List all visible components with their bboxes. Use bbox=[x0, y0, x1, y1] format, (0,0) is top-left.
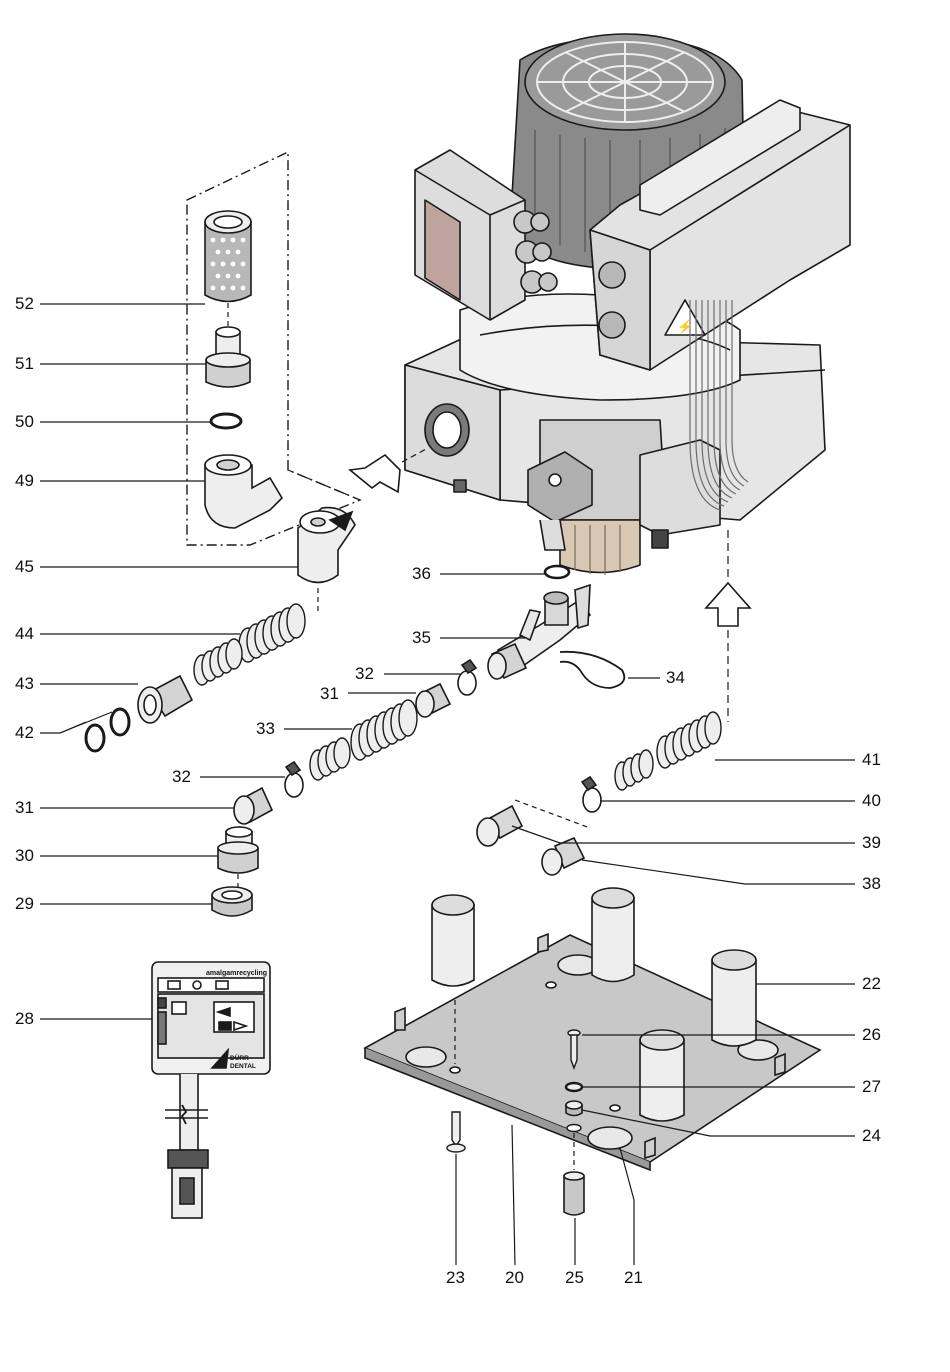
canister-front bbox=[640, 1030, 684, 1121]
adapter-30 bbox=[218, 827, 258, 873]
hose-40-short bbox=[615, 750, 653, 790]
hose-coupling-43 bbox=[138, 676, 192, 723]
panel-logo-line1: DÜRR bbox=[230, 1053, 249, 1062]
o-rings-42 bbox=[86, 709, 129, 751]
filter-o-ring bbox=[211, 414, 241, 428]
callout-33: 33 bbox=[256, 719, 275, 739]
outlet-arrow bbox=[350, 455, 400, 492]
fan-grille-lines bbox=[537, 42, 713, 122]
callout-36: 36 bbox=[412, 564, 431, 584]
callout-32-upper: 32 bbox=[355, 664, 374, 684]
callout-52: 52 bbox=[15, 294, 34, 314]
fitting-31-lower bbox=[234, 788, 272, 824]
inlet-arrow bbox=[706, 583, 750, 626]
washer-27 bbox=[566, 1083, 582, 1091]
callout-51: 51 bbox=[15, 354, 34, 374]
control-panel-28 bbox=[152, 962, 270, 1218]
screw-23 bbox=[447, 1112, 465, 1152]
filter-adapter bbox=[206, 327, 250, 387]
elbow-fitting bbox=[298, 508, 355, 583]
callout-40: 40 bbox=[862, 791, 881, 811]
warning-symbol: ⚡ bbox=[677, 319, 693, 335]
callout-42: 42 bbox=[15, 723, 34, 743]
hose-43 bbox=[194, 639, 242, 685]
callout-22: 22 bbox=[862, 974, 881, 994]
hose-33 bbox=[351, 700, 417, 760]
spring-clip-34 bbox=[560, 652, 624, 688]
nut-24 bbox=[566, 1101, 582, 1116]
panel-brand-text: amalgamrecycling bbox=[206, 970, 267, 977]
callout-38: 38 bbox=[862, 874, 881, 894]
hose-41 bbox=[657, 712, 721, 768]
filter-cartridge bbox=[205, 211, 251, 302]
callout-44: 44 bbox=[15, 624, 34, 644]
callout-25: 25 bbox=[565, 1268, 584, 1288]
callout-27: 27 bbox=[862, 1077, 881, 1097]
callout-49: 49 bbox=[15, 471, 34, 491]
callout-23: 23 bbox=[446, 1268, 465, 1288]
pump-bottom bbox=[560, 520, 640, 573]
callout-31-upper: 31 bbox=[320, 684, 339, 704]
control-housing-front bbox=[590, 230, 650, 370]
callout-32-lower: 32 bbox=[172, 767, 191, 787]
callout-31-lower: 31 bbox=[15, 798, 34, 818]
seal-29 bbox=[212, 887, 252, 916]
callout-45: 45 bbox=[15, 557, 34, 577]
hose-32-short bbox=[310, 738, 350, 780]
housing-knob-lower bbox=[599, 312, 625, 338]
callout-34: 34 bbox=[666, 668, 685, 688]
hose-clamp-upper bbox=[458, 660, 476, 695]
canister-22 bbox=[712, 950, 756, 1046]
canister-center bbox=[592, 888, 634, 982]
callout-26: 26 bbox=[862, 1025, 881, 1045]
spacer-25 bbox=[564, 1172, 584, 1215]
filter-elbow bbox=[205, 455, 282, 528]
callout-24: 24 bbox=[862, 1126, 881, 1146]
callout-20: 20 bbox=[505, 1268, 524, 1288]
callout-41: 41 bbox=[862, 750, 881, 770]
reducer-39 bbox=[477, 806, 522, 846]
fitting-31-upper bbox=[416, 684, 450, 717]
callout-30: 30 bbox=[15, 846, 34, 866]
hose-clamp-lower bbox=[285, 762, 303, 797]
callout-28: 28 bbox=[15, 1009, 34, 1029]
callout-39: 39 bbox=[862, 833, 881, 853]
callout-43: 43 bbox=[15, 674, 34, 694]
hose-44 bbox=[239, 604, 305, 662]
callout-21: 21 bbox=[624, 1268, 643, 1288]
callout-50: 50 bbox=[15, 412, 34, 432]
callout-35: 35 bbox=[412, 628, 431, 648]
panel-logo-line2: DENTAL bbox=[230, 1063, 256, 1070]
canister-left bbox=[432, 895, 474, 986]
hose-clamp-40 bbox=[582, 777, 601, 812]
motor-unit bbox=[405, 34, 850, 575]
housing-knob-upper bbox=[599, 262, 625, 288]
o-ring-36 bbox=[545, 566, 569, 578]
callout-29: 29 bbox=[15, 894, 34, 914]
